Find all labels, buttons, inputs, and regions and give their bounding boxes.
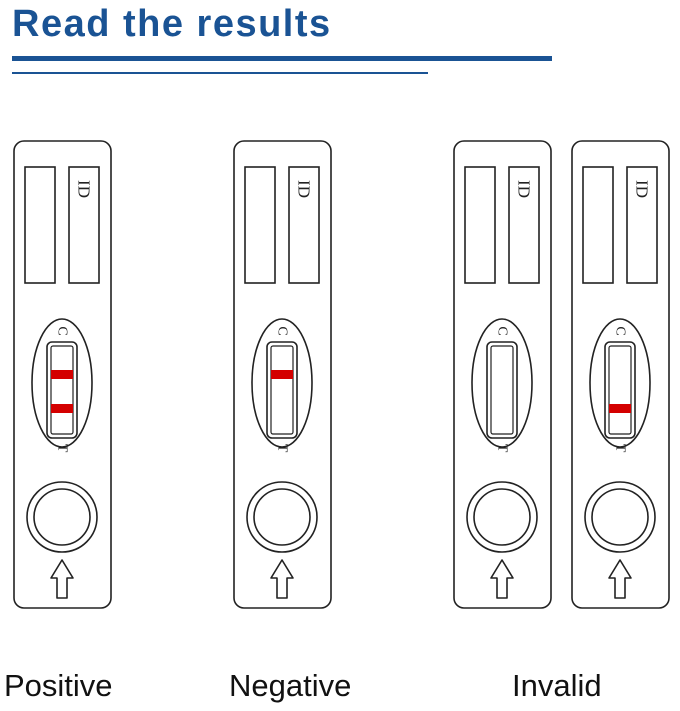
cassette-body (571, 140, 670, 609)
test-mark: T (613, 444, 628, 453)
result-window-oval (31, 318, 93, 448)
sample-well (591, 488, 649, 546)
result-label-positive: Positive (4, 668, 113, 703)
sample-well-outer (246, 481, 318, 553)
control-mark: C (275, 326, 290, 335)
sample-well (253, 488, 311, 546)
result-window (608, 345, 632, 435)
arrow-up-icon (50, 559, 74, 599)
title-underline-thin (12, 72, 428, 74)
result-window (490, 345, 514, 435)
test-mark: T (55, 444, 70, 453)
sample-well (33, 488, 91, 546)
label-box (582, 166, 614, 284)
test-strip-positive: ID C T (13, 140, 112, 609)
sample-well (473, 488, 531, 546)
arrow-up-icon (270, 559, 294, 599)
test-mark: T (495, 444, 510, 453)
result-window-oval (589, 318, 651, 448)
result-label-negative: Negative (229, 668, 352, 703)
test-strip-invalid-test-only: ID C T (571, 140, 670, 609)
label-box (464, 166, 496, 284)
sample-well-outer (466, 481, 538, 553)
sample-well-outer (584, 481, 656, 553)
test-mark: T (275, 444, 290, 453)
id-mark: ID (295, 180, 314, 198)
test-line (51, 404, 73, 413)
test-line (609, 404, 631, 413)
id-box (68, 166, 100, 284)
result-label-invalid: Invalid (512, 668, 602, 703)
control-mark: C (613, 326, 628, 335)
result-window-frame (46, 341, 78, 439)
control-line (51, 370, 73, 379)
id-mark: ID (75, 180, 94, 198)
result-window-frame (266, 341, 298, 439)
result-window-oval (251, 318, 313, 448)
result-window-oval (471, 318, 533, 448)
result-window-frame (486, 341, 518, 439)
id-box (288, 166, 320, 284)
cassette-body (453, 140, 552, 609)
arrow-up-icon (490, 559, 514, 599)
result-window (270, 345, 294, 435)
test-strip-negative: ID C T (233, 140, 332, 609)
page-title: Read the results (12, 3, 332, 45)
title-underline-thick (12, 56, 552, 61)
label-box (24, 166, 56, 284)
control-mark: C (55, 326, 70, 335)
sample-well-outer (26, 481, 98, 553)
label-box (244, 166, 276, 284)
result-window-frame (604, 341, 636, 439)
id-mark: ID (515, 180, 534, 198)
arrow-up-icon (608, 559, 632, 599)
result-window (50, 345, 74, 435)
test-strip-invalid-no-lines: ID C T (453, 140, 552, 609)
id-box (508, 166, 540, 284)
control-mark: C (495, 326, 510, 335)
id-box (626, 166, 658, 284)
control-line (271, 370, 293, 379)
id-mark: ID (633, 180, 652, 198)
